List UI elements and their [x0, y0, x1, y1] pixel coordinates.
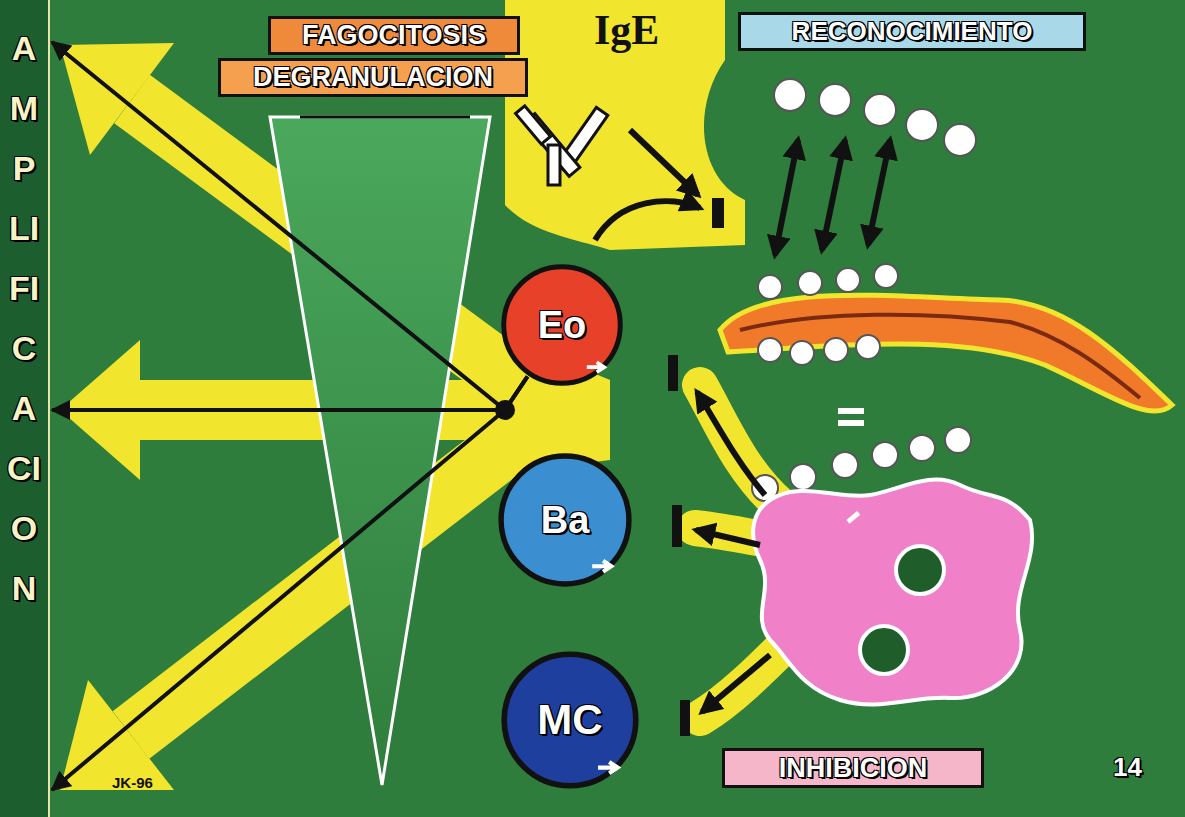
inhibition-arrows — [696, 392, 770, 712]
ige-antibody — [516, 106, 608, 185]
page-number: 14 — [1113, 752, 1142, 783]
amplification-arrow — [52, 376, 527, 410]
box-label: FAGOCITOSIS — [302, 20, 486, 51]
cell-circle: Eo — [500, 263, 624, 387]
yellow-regions — [505, 0, 745, 250]
receptor-pointer — [598, 762, 618, 773]
box-label: RECONOCIMIENTO — [792, 16, 1033, 47]
receptor-pointer — [587, 362, 604, 372]
amplification-arrow — [52, 42, 527, 410]
receptor-pointer — [592, 561, 611, 572]
cell-label: Eo — [538, 304, 587, 347]
mast-cell — [753, 480, 1032, 705]
recognition-arrows — [595, 130, 890, 255]
vertical-label: AMPLIFICACION — [7, 18, 41, 618]
cell-body — [501, 456, 629, 584]
cell-body — [504, 267, 621, 384]
cell-label: MC — [537, 696, 602, 744]
parasite-worm — [720, 264, 1172, 411]
process-label-box: RECONOCIMIENTO — [738, 12, 1086, 51]
cell-label: Ba — [541, 499, 590, 542]
signature: JK-96 — [112, 774, 153, 791]
box-label: DEGRANULACION — [253, 62, 493, 93]
cell-circle: Ba — [497, 452, 633, 588]
amplification-band: AMPLIFICACION — [0, 0, 50, 817]
process-label-box: INHIBICION — [722, 748, 984, 788]
cell-circle: MC — [500, 650, 640, 790]
antigen-dots — [752, 79, 976, 501]
box-label: INHIBICION — [779, 753, 928, 784]
amplification-arrow — [52, 376, 527, 790]
antibody-label: IgE — [594, 6, 659, 54]
receptor-bars — [668, 198, 724, 736]
cell-body — [504, 654, 636, 786]
equals-sign — [838, 408, 864, 426]
process-label-box: DEGRANULACION — [218, 58, 528, 97]
process-label-box: FAGOCITOSIS — [268, 16, 520, 55]
